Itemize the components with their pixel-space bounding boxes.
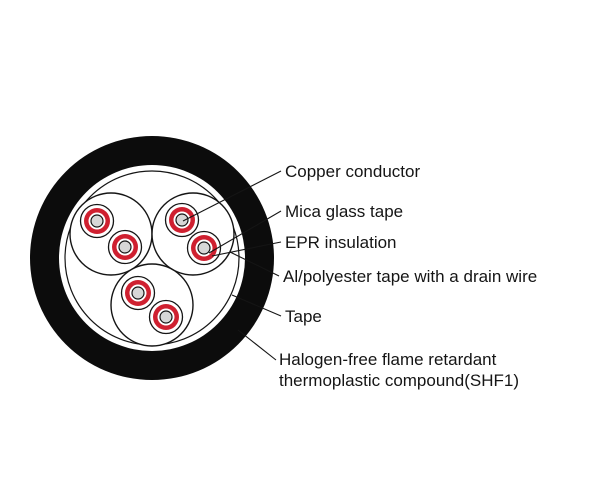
leader-line-al-polyester-tape [229,251,280,277]
copper-conductor [131,286,145,300]
pair-screen [110,263,194,347]
pair-3 [110,263,194,347]
copper-conductor [175,213,189,227]
copper-conductor [118,240,132,254]
pair-screen [151,192,235,276]
conductor [120,275,156,311]
conductor [79,203,115,239]
label-sheath-compound: Halogen-free flame retardant thermoplast… [279,350,519,391]
pair-2 [151,192,235,276]
leader-line-sheath [237,329,277,361]
conductor [186,230,222,266]
leader-line-mica-glass-tape [208,210,282,254]
copper-conductor [197,241,211,255]
leader-line-epr-insulation [211,241,282,257]
pair-1 [69,192,153,276]
conductor [164,202,200,238]
label-tape: Tape [285,307,322,326]
label-epr-insulation: EPR insulation [285,233,397,252]
copper-conductor [159,310,173,324]
label-copper-conductor: Copper conductor [285,162,421,181]
conductor [107,229,143,265]
conductor [148,299,184,335]
pair-screen [69,192,153,276]
label-mica-glass-tape: Mica glass tape [285,202,404,221]
leader-line-copper-conductor [182,170,282,222]
copper-conductor [90,214,104,228]
label-al-polyester-tape: Al/polyester tape with a drain wire [283,267,538,286]
leader-line-tape [231,294,282,317]
